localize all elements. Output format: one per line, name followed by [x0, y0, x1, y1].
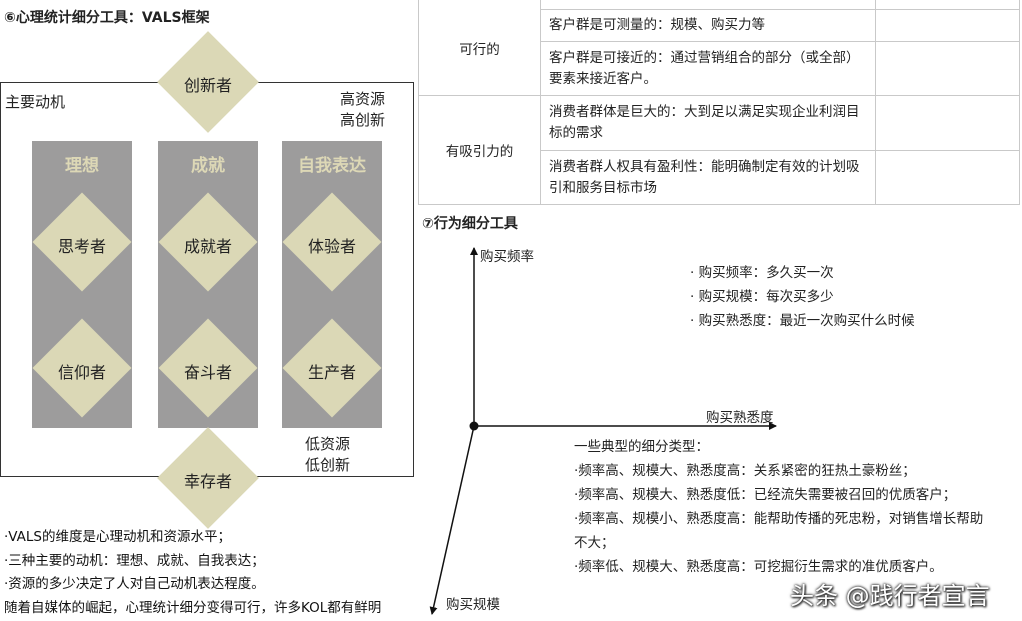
table-row: 可行的 — [418, 0, 1020, 96]
axis-label-size: 购买规模 — [446, 597, 500, 613]
legend-size: · 购买规模：每次买多少 — [690, 289, 834, 305]
type-item: ·频率高、规模小、熟悉度高：能帮助传播的死忠粉，对销售增长帮助 — [574, 511, 984, 527]
striver-label: 奋斗者 — [183, 363, 232, 382]
table-cell: 客户群是可测量的：规模、购买力等 — [540, 9, 876, 42]
axis-label-frequency: 购买频率 — [480, 249, 534, 265]
believer-label: 信仰者 — [57, 363, 106, 382]
thinker-label: 思考者 — [57, 237, 106, 256]
table-cell — [875, 150, 1020, 205]
watermark: 头条 @践行者宣言 — [790, 582, 990, 610]
column-header-ideals: 理想 — [65, 156, 99, 176]
low-innovation-label: 低创新 — [305, 456, 351, 474]
group-label-attractive: 有吸引力的 — [418, 95, 541, 205]
table-cell — [875, 9, 1020, 42]
table-row: 消费者群人权具有盈利性：能明确制定有效的计划吸引和服务目标市场 — [419, 150, 1020, 205]
table-cell — [540, 0, 876, 10]
type-item: ·频率低、规模大、熟悉度高：可挖掘衍生需求的准优质客户。 — [574, 559, 943, 575]
survivor-label: 幸存者 — [183, 472, 232, 491]
table-row: 有吸引力的 消费者群体是巨大的：大到足以满足实现企业利润目标的需求 — [418, 95, 1020, 205]
axis-origin — [469, 421, 479, 431]
type-item: ·频率高、规模大、熟悉度高：关系紧密的狂热土豪粉丝； — [574, 463, 916, 479]
experiencer-label: 体验者 — [307, 237, 356, 256]
behavior-title: ⑦行为细分工具 — [422, 216, 518, 232]
table-cell: 客户群是可接近的：通过营销组合的部分（或全部）要素来接近客户。 — [540, 41, 876, 96]
maker-label: 生产者 — [307, 363, 356, 382]
motivation-label: 主要动机 — [5, 93, 66, 111]
types-title: 一些典型的细分类型： — [574, 439, 709, 455]
z-axis — [429, 425, 475, 615]
table-cell — [875, 41, 1020, 96]
high-resource-label: 高资源 — [340, 90, 386, 108]
table-cell — [875, 0, 1020, 10]
vals-note-4: 随着自媒体的崛起，心理统计细分变得可行，许多KOL都有鲜明 — [4, 600, 382, 616]
high-innovation-label: 高创新 — [340, 111, 386, 129]
vals-note-1: ·VALS的维度是心理动机和资源水平； — [4, 529, 231, 545]
type-item-continued: 不大； — [574, 535, 615, 551]
legend-frequency: · 购买频率：多久买一次 — [690, 265, 834, 281]
low-resource-label: 低资源 — [305, 435, 351, 453]
column-header-achievement: 成就 — [191, 156, 225, 176]
segmentation-criteria-table: 可行的 客户群是可测量的：规模、购买力等 客户群是可接近的：通过营销组合的部分（… — [418, 0, 1020, 205]
column-header-self-expression: 自我表达 — [298, 156, 366, 176]
innovator-label: 创新者 — [183, 76, 232, 95]
axis-label-familiarity: 购买熟悉度 — [706, 410, 774, 426]
vals-title: ⑥心理统计细分工具：VALS框架 — [4, 10, 210, 26]
table-cell — [875, 95, 1020, 151]
group-label-feasible: 可行的 — [418, 0, 541, 96]
legend-familiarity: · 购买熟悉度：最近一次购买什么时候 — [690, 313, 915, 329]
behavior-axes — [429, 247, 777, 615]
vals-note-2: ·三种主要的动机：理想、成就、自我表达； — [4, 553, 265, 569]
vals-note-3: ·资源的多少决定了人对自己动机表达程度。 — [4, 576, 265, 592]
type-item: ·频率高、规模大、熟悉度低：已经流失需要被召回的优质客户； — [574, 487, 957, 503]
table-cell: 消费者群体是巨大的：大到足以满足实现企业利润目标的需求 — [540, 95, 876, 151]
achiever-label: 成就者 — [183, 237, 232, 256]
table-row: 客户群是可接近的：通过营销组合的部分（或全部）要素来接近客户。 — [419, 41, 1020, 96]
table-cell: 消费者群人权具有盈利性：能明确制定有效的计划吸引和服务目标市场 — [540, 150, 876, 205]
